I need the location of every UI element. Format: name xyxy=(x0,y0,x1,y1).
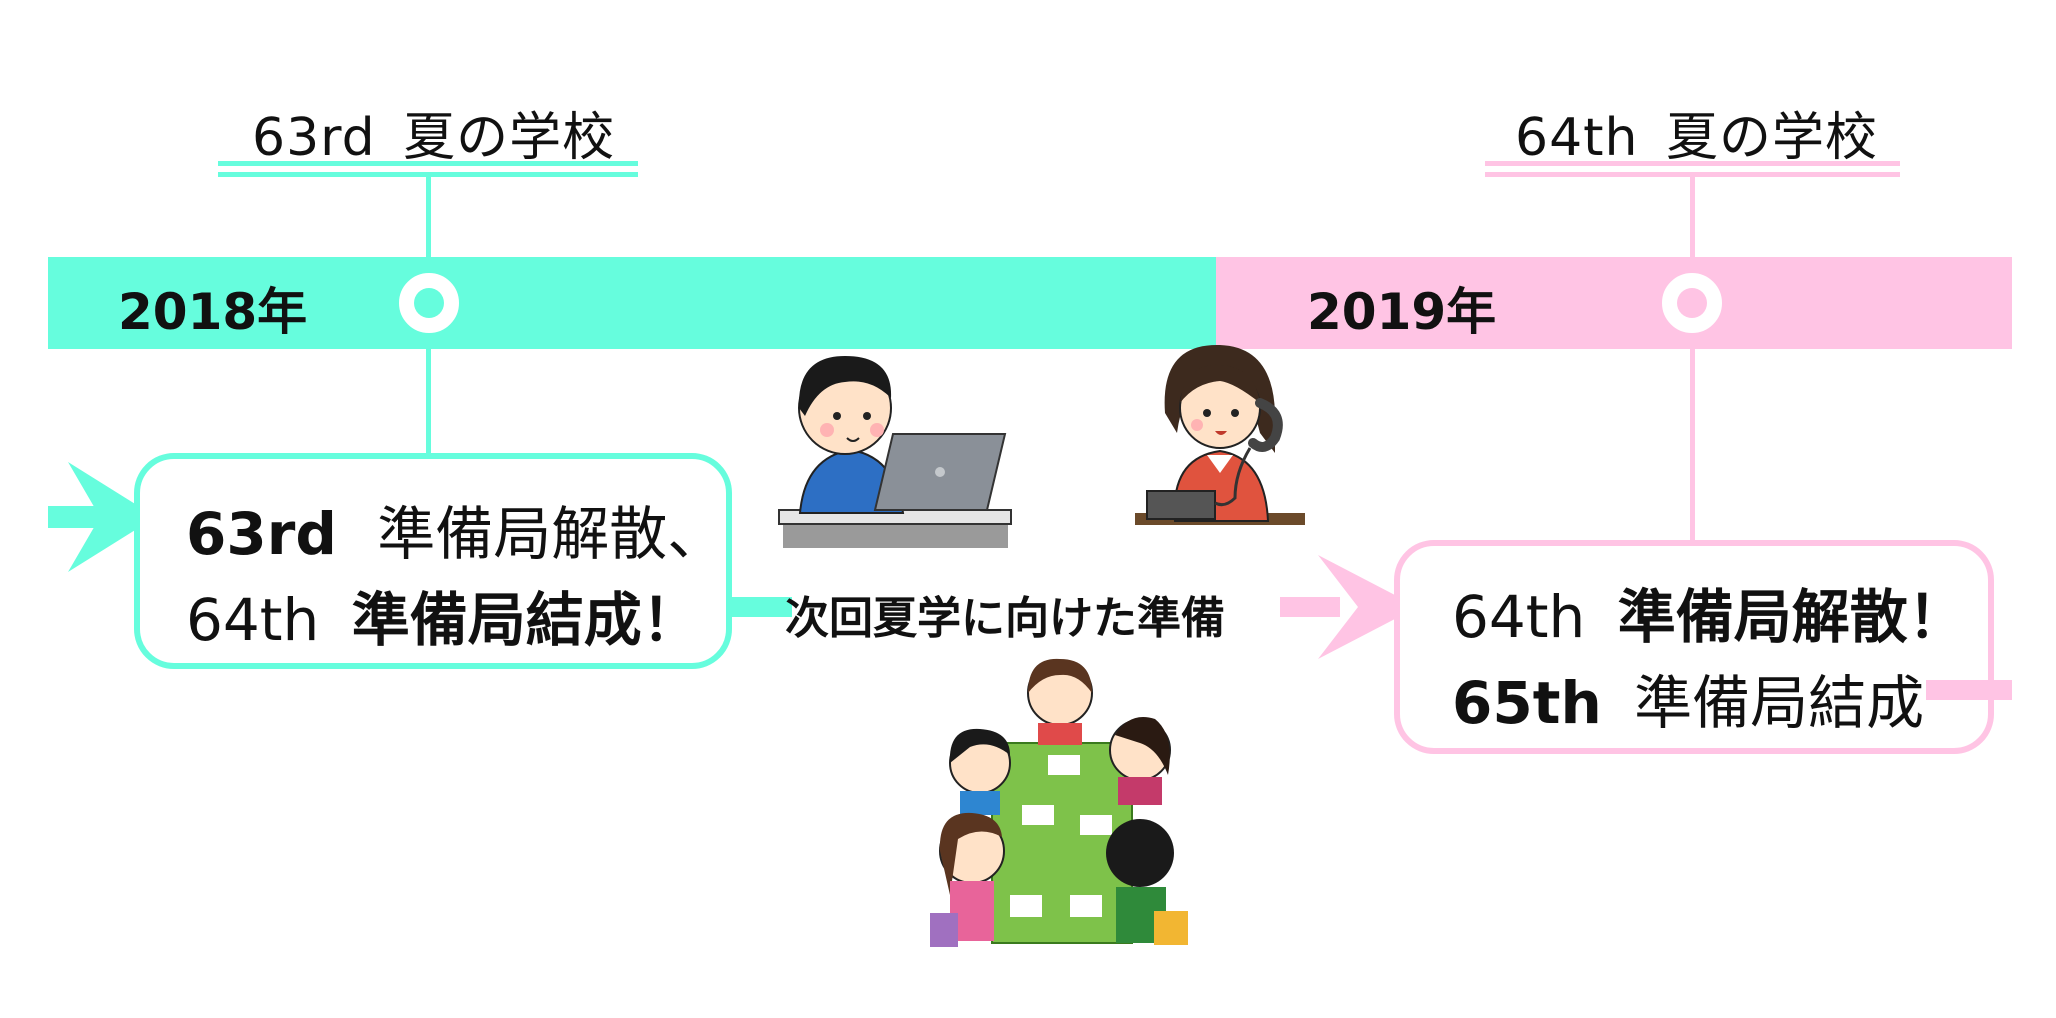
box-text: 準備局結成 xyxy=(1634,669,1925,737)
event-marker-63rd xyxy=(399,273,459,333)
event-label-63rd: 63rd 夏の学校 xyxy=(252,95,615,170)
year-label-2019: 2019年 xyxy=(1307,283,1497,341)
event-connector-64th-bottom xyxy=(1690,349,1695,541)
event-number: 63rd xyxy=(252,108,376,168)
box-line-2: 65th 準備局結成 xyxy=(1452,656,1924,740)
man-at-laptop-illustration xyxy=(778,356,1012,548)
year-label-2018: 2018年 xyxy=(118,283,308,341)
box-number: 65th xyxy=(1452,669,1602,737)
outgoing-line xyxy=(1926,680,2012,700)
box-number: 64th xyxy=(186,586,320,654)
event-marker-64th xyxy=(1662,273,1722,333)
event-underline-64th xyxy=(1485,161,1900,177)
box-number: 64th xyxy=(1452,583,1586,651)
box-text: 準備局解散、 xyxy=(377,500,726,568)
woman-on-phone-illustration xyxy=(1135,344,1305,525)
event-name: 夏の学校 xyxy=(1666,108,1879,168)
incoming-arrow xyxy=(48,462,156,572)
event-connector-64th-top xyxy=(1690,177,1695,257)
box-line-1: 63rd 準備局解散、 xyxy=(186,487,725,571)
transition-arrow xyxy=(1318,555,1418,659)
transition-caption: 次回夏学に向けた準備 xyxy=(785,593,1225,644)
milestone-box-2019: 64th 準備局解散！ 65th 準備局結成 xyxy=(1394,540,1994,754)
event-connector-63rd-bottom xyxy=(426,349,431,453)
transition-line-pink xyxy=(1280,597,1340,617)
transition-line-mint xyxy=(732,597,792,617)
event-underline-63rd xyxy=(218,161,638,177)
box-number: 63rd xyxy=(186,500,337,568)
box-text: 準備局解散！ xyxy=(1617,583,1966,651)
event-number: 64th xyxy=(1515,108,1639,168)
box-text: 準備局結成！ xyxy=(351,586,700,654)
group-meeting-illustration xyxy=(930,658,1188,947)
timeline-band-2018 xyxy=(48,257,1216,349)
milestone-box-2018: 63rd 準備局解散、 64th 準備局結成！ xyxy=(134,453,732,669)
event-connector-63rd-top xyxy=(426,177,431,257)
timeline-band-2019 xyxy=(1216,257,2012,349)
box-line-1: 64th 準備局解散！ xyxy=(1452,570,1966,654)
box-line-2: 64th 準備局結成！ xyxy=(186,573,700,657)
event-label-64th: 64th 夏の学校 xyxy=(1515,95,1878,170)
event-name: 夏の学校 xyxy=(403,108,616,168)
